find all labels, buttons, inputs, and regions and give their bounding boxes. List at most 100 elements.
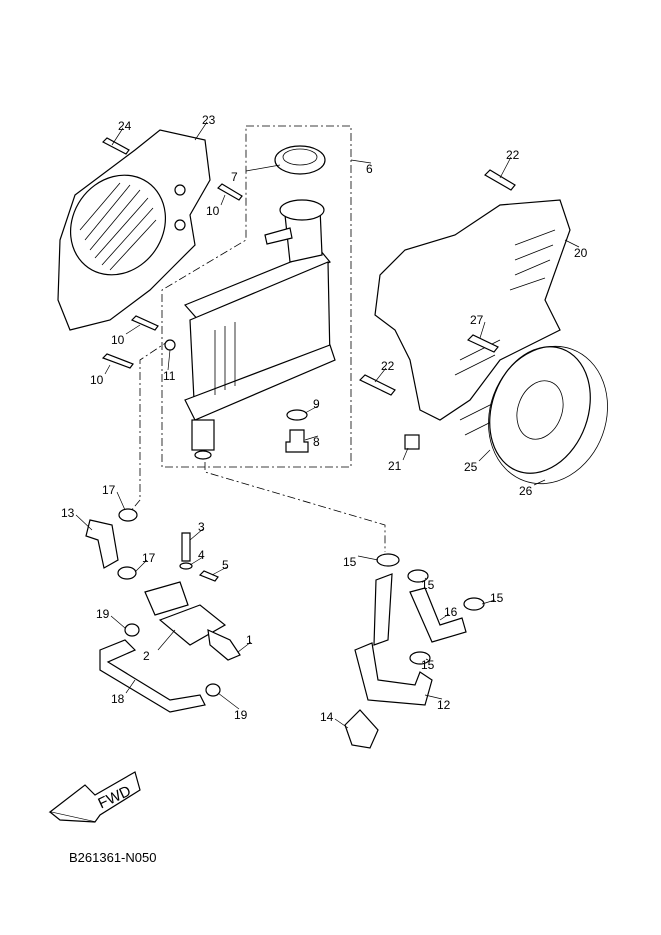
- collar-11: [164, 339, 176, 351]
- hose-upper: [373, 573, 393, 646]
- leader-line: [334, 718, 349, 729]
- callout-number: 23: [202, 113, 216, 127]
- clamp-17b: [117, 566, 137, 580]
- bolt-22b: [358, 374, 396, 396]
- leader-line: [189, 556, 204, 566]
- callout-number: 26: [519, 484, 533, 498]
- washer-4: [179, 562, 193, 570]
- callout-number: 9: [313, 397, 320, 411]
- damper-21: [404, 434, 420, 450]
- callout-number: 16: [444, 605, 458, 619]
- leader-line: [357, 555, 379, 561]
- seal-ring-26: [488, 345, 608, 485]
- callout-number: 15: [343, 555, 357, 569]
- radiator: [183, 199, 336, 460]
- leader-line: [220, 194, 226, 206]
- clamp-19b: [205, 683, 221, 697]
- callout-number: 8: [313, 435, 320, 449]
- hose-18: [99, 639, 206, 713]
- callout-number: 15: [490, 591, 504, 605]
- leader-line: [402, 447, 409, 461]
- radiator-cap: [274, 145, 326, 175]
- callout-number: 18: [111, 692, 125, 706]
- callout-number: 4: [198, 548, 205, 562]
- clamp-15c: [463, 597, 485, 611]
- callout-number: 14: [320, 710, 334, 724]
- hose-route-line-2: [129, 339, 171, 513]
- callout-number: 7: [231, 170, 238, 184]
- bolt-10a: [217, 183, 243, 201]
- fan-cover: [374, 199, 571, 436]
- leader-line: [194, 121, 208, 141]
- leader-line: [237, 641, 252, 653]
- callout-number: 15: [421, 658, 435, 672]
- clamp-15b: [407, 569, 429, 583]
- leader-line: [211, 566, 228, 576]
- callout-number: 24: [118, 119, 132, 133]
- callout-number: 11: [163, 369, 176, 383]
- callout-number: 10: [90, 373, 104, 387]
- leader-line: [110, 615, 126, 629]
- leader-line: [425, 658, 429, 661]
- callout-number: 19: [234, 708, 248, 722]
- callout-number: 21: [388, 459, 402, 473]
- callout-number: 13: [61, 506, 75, 520]
- leader-line: [304, 435, 319, 441]
- callout-number: 19: [96, 607, 110, 621]
- bolt-5: [198, 570, 219, 582]
- callout-number: 15: [421, 578, 435, 592]
- leader-line: [350, 159, 372, 164]
- leader-line: [111, 127, 124, 146]
- bolt-10c: [101, 353, 134, 369]
- bolt-3: [181, 532, 191, 562]
- hose-12: [354, 642, 433, 706]
- leader-line: [116, 491, 126, 511]
- leader-line: [75, 514, 93, 531]
- fwd-arrow-icon: FWD: [48, 771, 141, 823]
- hose-13: [85, 519, 119, 569]
- leader-line: [481, 599, 496, 605]
- clip-14: [344, 709, 379, 749]
- leader-line: [533, 479, 546, 486]
- thermostat-housing-2: [144, 581, 241, 661]
- fan-25: [489, 346, 591, 474]
- leader-line: [134, 559, 148, 573]
- leader-line: [424, 694, 443, 700]
- leader-line: [125, 324, 141, 335]
- clamp-19a: [124, 623, 140, 637]
- bolt-22a: [484, 169, 516, 191]
- callout-number: 12: [437, 698, 451, 712]
- drain-bolt-8: [285, 429, 309, 453]
- clamp-15a: [376, 553, 400, 567]
- hose-16: [409, 587, 467, 643]
- fan-shroud: [57, 129, 211, 331]
- leader-line: [245, 164, 281, 172]
- leader-line: [304, 405, 319, 414]
- drawing-code: B261361-N050: [69, 850, 157, 865]
- callout-number: 2: [143, 649, 150, 663]
- callout-number: 6: [366, 162, 373, 176]
- bolt-10b: [130, 315, 159, 331]
- leader-line: [157, 629, 176, 651]
- callout-number: 20: [574, 246, 588, 260]
- callout-number: 17: [142, 551, 156, 565]
- radiator-assembly-boundary: [161, 125, 352, 468]
- callout-number: 10: [206, 204, 220, 218]
- leader-line: [478, 449, 491, 462]
- callout-number: 22: [506, 148, 520, 162]
- leader-line: [564, 239, 580, 248]
- hose-route-line: [204, 462, 386, 552]
- leader-line: [217, 692, 240, 710]
- bolt-27: [466, 334, 499, 353]
- leader-line: [125, 679, 136, 694]
- callout-number: 3: [198, 520, 205, 534]
- callout-number: 5: [222, 558, 229, 572]
- leader-line: [167, 349, 171, 371]
- callout-number: 17: [102, 483, 116, 497]
- leader-line: [424, 577, 427, 580]
- callout-number: 10: [111, 333, 125, 347]
- clamp-15d: [409, 651, 431, 665]
- leader-line: [104, 364, 111, 375]
- leader-line: [374, 367, 387, 383]
